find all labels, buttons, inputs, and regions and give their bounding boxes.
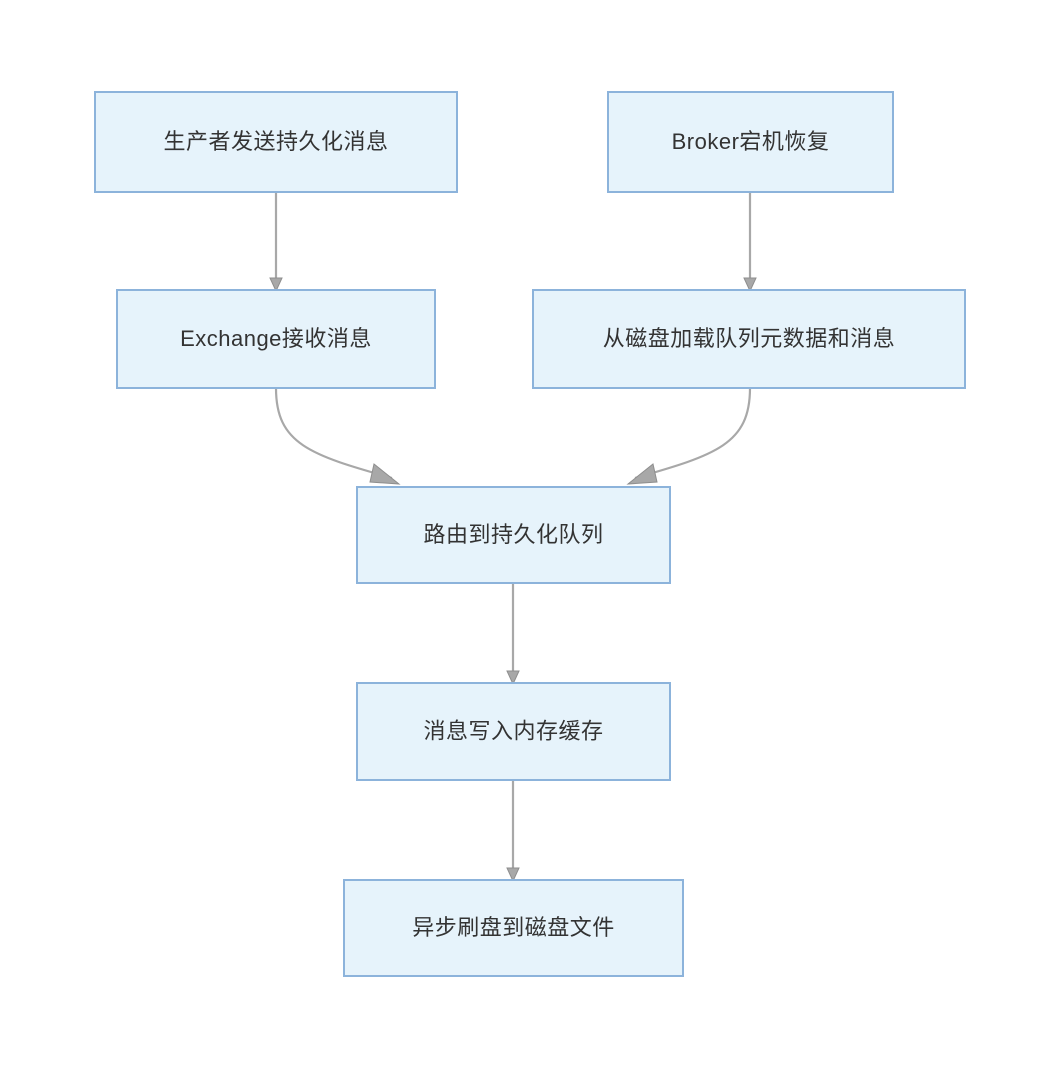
- node-route-to-durable-queue[interactable]: 路由到持久化队列: [356, 486, 671, 584]
- node-label: 从磁盘加载队列元数据和消息: [603, 326, 896, 351]
- node-box[interactable]: [532, 289, 966, 389]
- arrowhead-icon: [506, 867, 520, 883]
- node-box[interactable]: [607, 91, 894, 193]
- node-box[interactable]: [356, 682, 671, 781]
- edge-load-to-route: [626, 387, 752, 485]
- edge-exchange-to-route: [274, 387, 401, 485]
- node-label: 异步刷盘到磁盘文件: [412, 915, 615, 940]
- node-load-from-disk[interactable]: 从磁盘加载队列元数据和消息: [532, 289, 966, 389]
- arrowhead-icon: [743, 277, 757, 293]
- node-box[interactable]: [116, 289, 436, 389]
- node-label: Exchange接收消息: [180, 326, 372, 351]
- node-async-flush-to-disk[interactable]: 异步刷盘到磁盘文件: [343, 879, 684, 977]
- node-box[interactable]: [356, 486, 671, 584]
- edges-layer: [269, 192, 757, 883]
- edge-broker-to-load: [743, 192, 757, 293]
- arrowhead-icon: [506, 670, 520, 686]
- node-label: 消息写入内存缓存: [423, 718, 603, 743]
- arrowhead-icon: [626, 463, 658, 485]
- edge-line: [274, 387, 393, 480]
- edge-producer-to-exchange: [269, 192, 283, 293]
- node-label: 路由到持久化队列: [423, 522, 603, 547]
- arrowhead-icon: [369, 463, 401, 485]
- node-box[interactable]: [343, 879, 684, 977]
- node-box[interactable]: [94, 91, 458, 193]
- arrowhead-icon: [269, 277, 283, 293]
- edge-memory-to-flush: [506, 780, 520, 883]
- node-label: Broker宕机恢复: [672, 129, 830, 154]
- edge-route-to-memory: [506, 583, 520, 686]
- edge-line: [634, 387, 752, 480]
- node-write-memory-buffer[interactable]: 消息写入内存缓存: [356, 682, 671, 781]
- node-broker-recover[interactable]: Broker宕机恢复: [607, 91, 894, 193]
- nodes-layer: 生产者发送持久化消息 Broker宕机恢复 Exchange接收消息 从磁盘加载队列元…: [94, 91, 966, 977]
- node-producer-send[interactable]: 生产者发送持久化消息: [94, 91, 458, 193]
- node-label: 生产者发送持久化消息: [163, 129, 388, 154]
- node-exchange-receive[interactable]: Exchange接收消息: [116, 289, 436, 389]
